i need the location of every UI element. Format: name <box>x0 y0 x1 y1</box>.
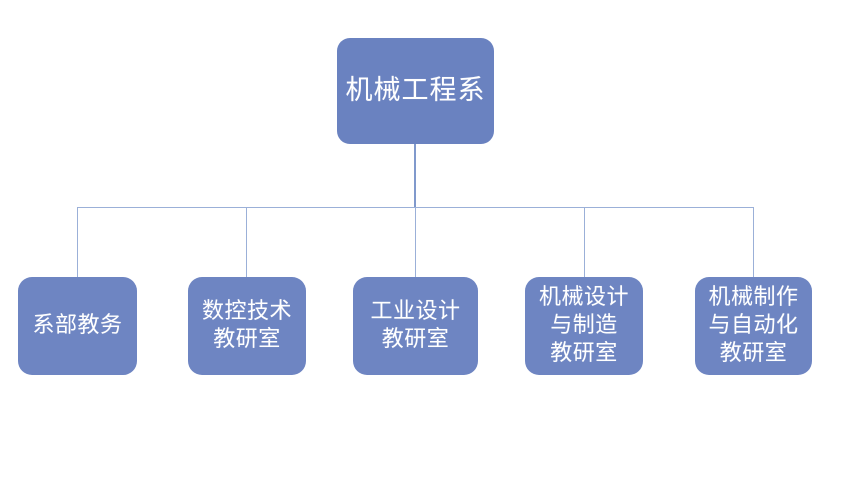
connector-root-stem <box>414 144 416 208</box>
org-node-child-1-label: 系部教务 <box>32 312 123 338</box>
org-node-child-5-label: 机械制作 与自动化 教研室 <box>708 284 799 367</box>
connector-drop-3 <box>415 207 416 277</box>
connector-drop-5 <box>753 207 754 277</box>
org-node-child-5[interactable]: 机械制作 与自动化 教研室 <box>695 277 812 375</box>
org-node-child-3[interactable]: 工业设计 教研室 <box>353 277 478 375</box>
connector-drop-4 <box>584 207 585 277</box>
org-node-child-4[interactable]: 机械设计 与制造 教研室 <box>525 277 643 375</box>
org-node-root-label: 机械工程系 <box>345 74 486 106</box>
org-node-child-1[interactable]: 系部教务 <box>18 277 137 375</box>
org-node-root[interactable]: 机械工程系 <box>337 38 494 144</box>
org-node-child-2[interactable]: 数控技术 教研室 <box>188 277 306 375</box>
org-node-child-2-label: 数控技术 教研室 <box>201 298 292 352</box>
org-node-child-4-label: 机械设计 与制造 教研室 <box>538 284 629 367</box>
org-node-child-3-label: 工业设计 教研室 <box>370 298 461 352</box>
connector-drop-1 <box>77 207 78 277</box>
connector-drop-2 <box>246 207 247 277</box>
